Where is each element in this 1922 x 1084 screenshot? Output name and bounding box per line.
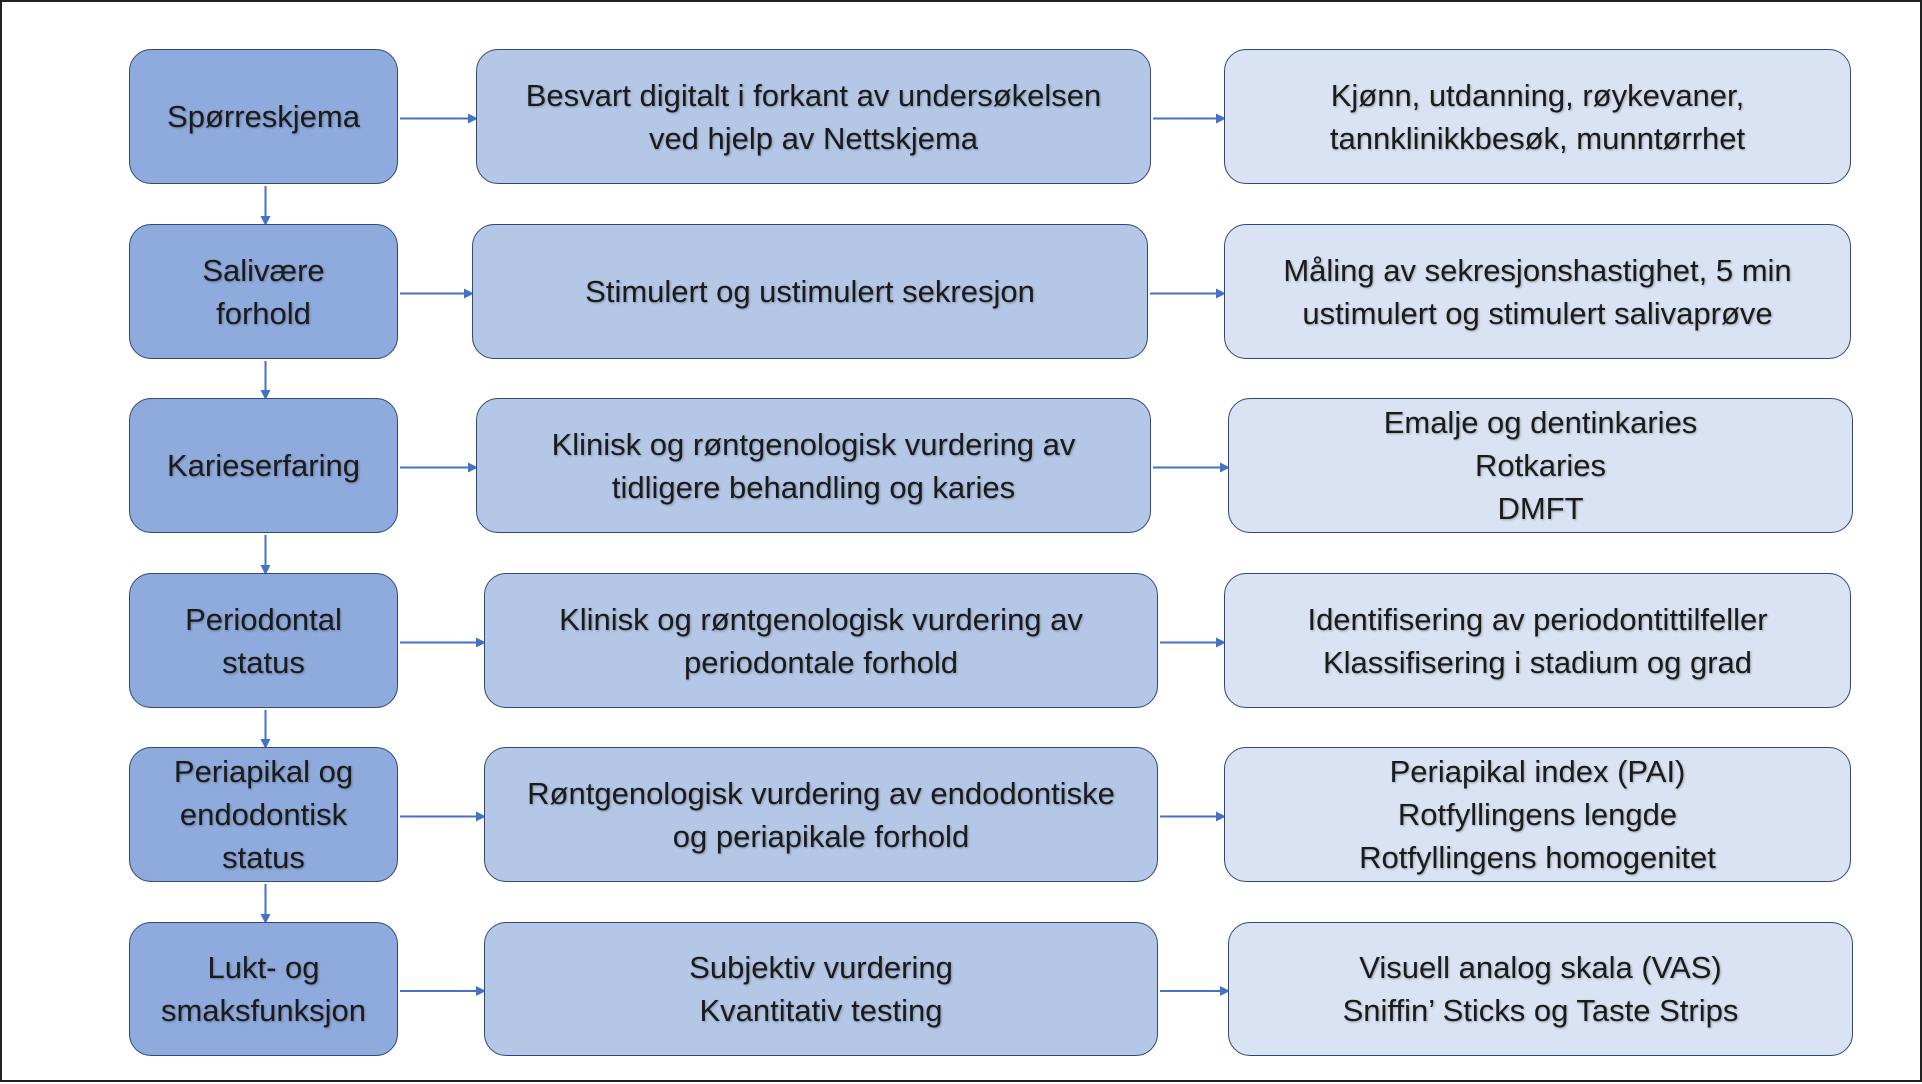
stage-box-salivary: Salivære forhold — [129, 224, 398, 359]
method-box-salivary: Stimulert og ustimulert sekresjon — [472, 224, 1148, 359]
stage-box-smell-taste: Lukt- og smaksfunksjon — [129, 922, 398, 1056]
result-box-periodontal: Identifisering av periodontittilfeller K… — [1224, 573, 1851, 708]
result-box-questionnaire: Kjønn, utdanning, røykevaner, tannklinik… — [1224, 49, 1851, 184]
stage-box-periapical: Periapikal og endodontisk status — [129, 747, 398, 882]
method-box-periapical: Røntgenologisk vurdering av endodontiske… — [484, 747, 1158, 882]
stage-box-questionnaire: Spørreskjema — [129, 49, 398, 184]
result-box-smell-taste: Visuell analog skala (VAS) Sniffin’ Stic… — [1228, 922, 1853, 1056]
result-box-caries: Emalje og dentinkaries Rotkaries DMFT — [1228, 398, 1853, 533]
method-box-periodontal: Klinisk og røntgenologisk vurdering av p… — [484, 573, 1158, 708]
method-box-questionnaire: Besvart digitalt i forkant av undersøkel… — [476, 49, 1151, 184]
stage-box-periodontal: Periodontal status — [129, 573, 398, 708]
method-box-caries: Klinisk og røntgenologisk vurdering av t… — [476, 398, 1151, 533]
result-box-salivary: Måling av sekresjonshastighet, 5 min ust… — [1224, 224, 1851, 359]
method-box-smell-taste: Subjektiv vurdering Kvantitativ testing — [484, 922, 1158, 1056]
stage-box-caries: Karieserfaring — [129, 398, 398, 533]
result-box-periapical: Periapikal index (PAI) Rotfyllingens len… — [1224, 747, 1851, 882]
